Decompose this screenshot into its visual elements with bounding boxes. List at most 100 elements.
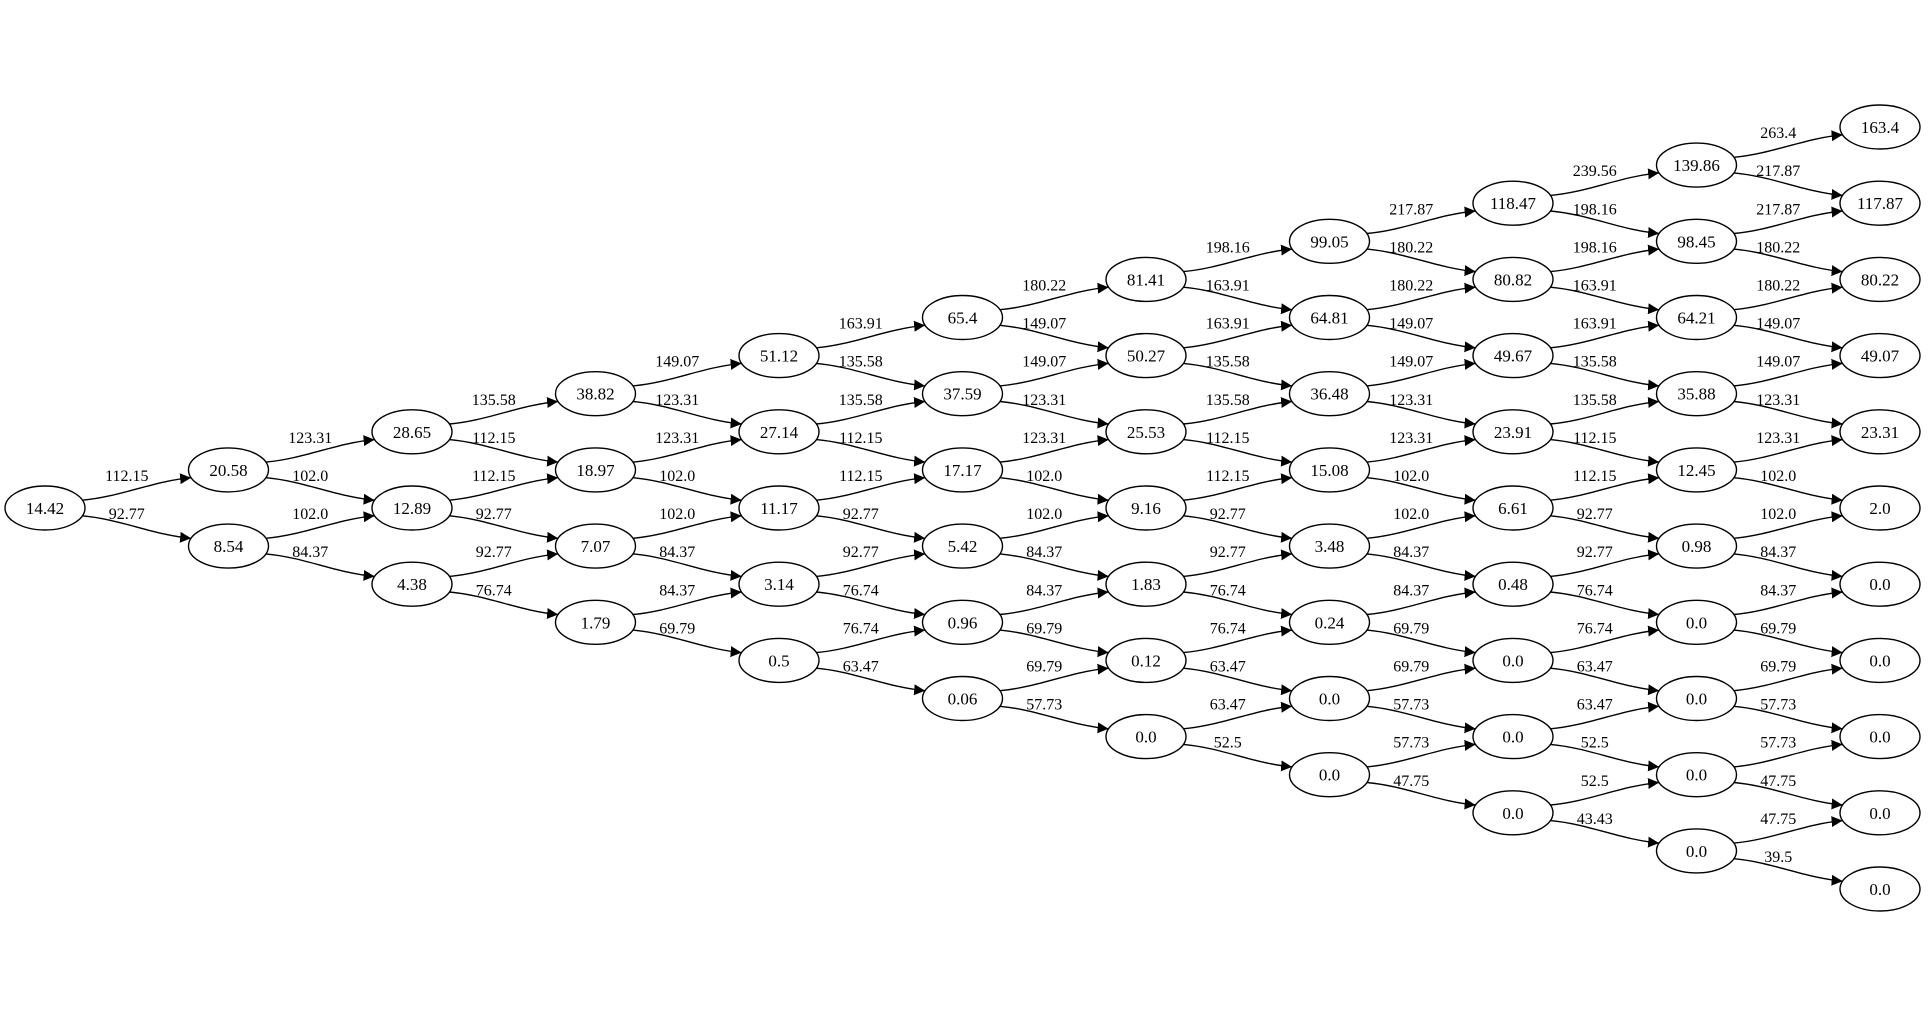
tree-node: 0.0 [1472, 713, 1554, 760]
node-value: 0.0 [1686, 690, 1707, 709]
node-ellipse [1105, 485, 1187, 531]
node-value: 27.14 [760, 423, 799, 442]
edge-down [1183, 362, 1293, 391]
edge-down [1183, 591, 1293, 619]
edge-down [265, 553, 375, 581]
edge-up [1183, 549, 1293, 578]
node-value: 0.0 [1869, 804, 1890, 823]
node-ellipse [1472, 561, 1554, 607]
node-value: 23.31 [1861, 423, 1899, 442]
edge-up [1550, 168, 1660, 197]
edge-down [999, 705, 1109, 734]
edge-up [1733, 435, 1843, 463]
node-value: 6.61 [1498, 499, 1528, 518]
edge-down [1550, 515, 1660, 543]
tree-node: 38.82 [554, 371, 637, 417]
node-ellipse [738, 409, 820, 455]
edge-up [1733, 282, 1843, 311]
tree-node: 0.0 [1655, 599, 1738, 645]
edge-down [1550, 591, 1660, 619]
node-value: 0.5 [768, 651, 789, 670]
edge-up [1366, 587, 1476, 616]
edge-up [1550, 244, 1660, 273]
tree-node: 0.0 [1839, 713, 1921, 760]
edge-down [449, 438, 559, 467]
node-ellipse [554, 599, 637, 645]
node-value: 9.16 [1131, 499, 1161, 518]
node-ellipse [1839, 790, 1921, 836]
edge-label: 69.79 [1026, 659, 1062, 676]
edges-layer: 112.1592.77123.31102.0102.084.37135.5811… [82, 125, 1843, 886]
tree-node: 0.5 [738, 637, 820, 684]
edge-up [1733, 739, 1843, 768]
edge-up [999, 587, 1109, 616]
node-ellipse [187, 523, 270, 569]
tree-node: 36.48 [1288, 371, 1371, 417]
node-value: 28.65 [393, 423, 431, 442]
edge-label: 112.15 [839, 430, 882, 447]
edge-down [816, 362, 926, 391]
tree-node: 4.38 [371, 561, 453, 607]
node-value: 20.58 [209, 461, 247, 480]
edge-down [449, 515, 559, 543]
edge-label: 198.16 [1573, 201, 1617, 218]
edge-label: 102.0 [659, 506, 695, 523]
tree-node: 12.89 [371, 485, 453, 531]
node-ellipse [1472, 485, 1554, 531]
node-ellipse [921, 599, 1004, 645]
tree-node: 12.45 [1655, 447, 1738, 493]
edge-label: 47.75 [1760, 811, 1796, 828]
edge-down [1183, 515, 1293, 543]
edge-label: 76.74 [1577, 582, 1613, 599]
edge-down [1733, 781, 1843, 810]
edge-up [1183, 625, 1293, 654]
edge-down [1550, 362, 1660, 391]
edge-label: 84.37 [1760, 544, 1796, 561]
node-ellipse [1655, 294, 1738, 341]
edge-label: 112.15 [1573, 468, 1616, 485]
edge-label: 112.15 [472, 430, 515, 447]
node-ellipse [1105, 256, 1187, 303]
tree-node: 49.67 [1472, 332, 1554, 379]
edge-label: 149.07 [1389, 354, 1433, 371]
node-ellipse [1839, 104, 1921, 150]
edge-down [816, 515, 926, 543]
edge-label: 180.22 [1756, 239, 1800, 256]
node-ellipse [1655, 828, 1738, 874]
node-ellipse [738, 561, 820, 607]
tree-node: 14.42 [4, 485, 86, 531]
edge-label: 149.07 [1022, 316, 1066, 333]
edge-label: 180.22 [1389, 277, 1433, 294]
tree-node: 0.48 [1472, 561, 1554, 607]
node-ellipse [921, 675, 1004, 722]
edge-label: 52.5 [1214, 735, 1242, 752]
node-ellipse [1105, 713, 1187, 760]
tree-node: 0.0 [1839, 561, 1921, 607]
edge-label: 149.07 [1756, 316, 1800, 333]
node-ellipse [1105, 332, 1187, 379]
edge-label: 163.91 [1206, 316, 1250, 333]
edge-up [1550, 701, 1660, 730]
edge-down [816, 667, 926, 696]
tree-node: 3.14 [738, 561, 820, 607]
tree-node: 0.0 [1288, 675, 1371, 722]
node-ellipse [4, 485, 86, 531]
edge-label: 149.07 [1022, 354, 1066, 371]
edge-label: 123.31 [1389, 430, 1433, 447]
node-ellipse [1839, 409, 1921, 455]
node-value: 25.53 [1127, 423, 1165, 442]
edge-label: 57.73 [1760, 735, 1796, 752]
node-value: 65.4 [948, 309, 978, 328]
edge-label: 149.07 [1756, 354, 1800, 371]
node-ellipse [1472, 409, 1554, 455]
edge-label: 69.79 [1760, 620, 1796, 637]
node-value: 0.24 [1315, 613, 1345, 632]
edge-label: 135.58 [1206, 392, 1250, 409]
edge-label: 102.0 [1393, 468, 1429, 485]
edge-up [999, 358, 1109, 387]
node-ellipse [921, 447, 1004, 493]
edge-label: 123.31 [655, 392, 699, 409]
edge-up [265, 511, 375, 539]
edge-up [1733, 816, 1843, 844]
nodes-layer: 14.4220.588.5428.6512.894.3838.8218.977.… [4, 104, 1921, 912]
